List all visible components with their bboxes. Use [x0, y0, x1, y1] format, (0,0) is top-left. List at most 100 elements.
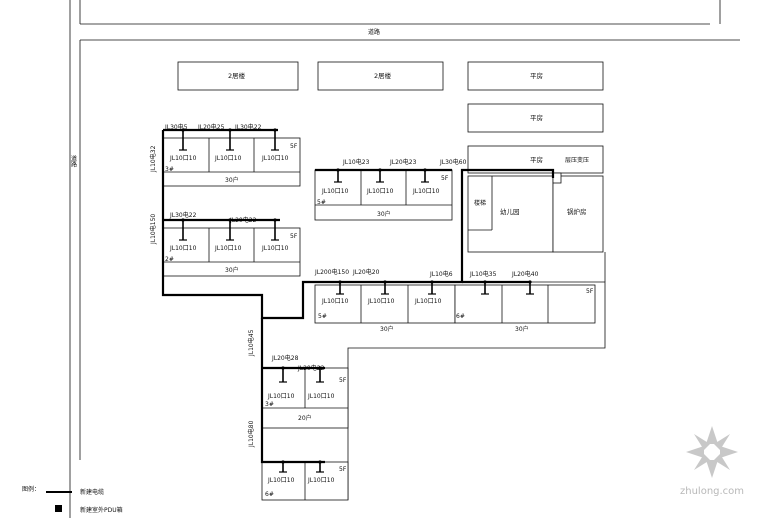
- stairs-label: 楼梯: [474, 199, 486, 207]
- svg-text:JL10电23: JL10电23: [342, 158, 370, 166]
- building-3: [467, 61, 604, 91]
- junction-dot: [378, 168, 382, 172]
- building-4: [467, 103, 604, 133]
- svg-text:JL10电45: JL10电45: [247, 329, 255, 357]
- block-c: JL10电23 JL20电23 JL30电60 JL10口10 JL10口10 …: [314, 158, 467, 221]
- svg-text:JL10口10: JL10口10: [214, 155, 242, 162]
- svg-text:JL10电32: JL10电32: [149, 145, 157, 173]
- svg-text:JL200电150: JL200电150: [314, 268, 349, 276]
- svg-text:JL10电150: JL10电150: [149, 214, 157, 245]
- svg-text:3#: 3#: [165, 166, 174, 173]
- svg-text:JL10口10: JL10口10: [267, 393, 295, 400]
- junction-dot: [338, 280, 342, 284]
- legend-title: 图例：: [22, 485, 40, 493]
- svg-text:5F: 5F: [586, 288, 594, 295]
- svg-text:JL10电80: JL10电80: [247, 420, 255, 448]
- transformer-label: 层压变压: [565, 156, 589, 164]
- roads: 道路 道路: [70, 0, 740, 518]
- junction-dot: [228, 218, 232, 222]
- trunk-labels: JL10电32 JL10电150 JL10电45 JL10电80: [149, 145, 255, 448]
- junction-dot: [273, 128, 277, 132]
- svg-text:5#: 5#: [318, 313, 327, 320]
- svg-text:JL10口10: JL10口10: [366, 188, 394, 195]
- junction-dot: [181, 128, 185, 132]
- top-buildings: 2居楼 2居楼 平房 平房: [177, 61, 604, 133]
- svg-text:3#: 3#: [265, 401, 274, 408]
- svg-text:JL20电20: JL20电20: [352, 268, 380, 276]
- svg-text:JL30电5: JL30电5: [164, 123, 188, 131]
- block-e: JL10电35 JL20电40 5F 30户 6#: [454, 270, 596, 333]
- watermark: zhulong.com: [680, 426, 744, 497]
- legend-box-swatch: [55, 505, 62, 512]
- junction-dot: [281, 460, 285, 464]
- junction-dot: [430, 280, 434, 284]
- block-a: JL30电5 JL20电25 JL30电22 JL10口10 JL10口10 J…: [162, 123, 301, 187]
- junction-dot: [281, 366, 285, 370]
- svg-text:JL10口10: JL10口10: [367, 298, 395, 305]
- road-label-top: 道路: [368, 28, 380, 36]
- svg-text:30户: 30户: [225, 266, 239, 274]
- road-label-left: 道路: [70, 154, 77, 168]
- svg-text:JL10口10: JL10口10: [307, 393, 335, 400]
- svg-text:JL10口10: JL10口10: [321, 298, 349, 305]
- svg-text:30户: 30户: [377, 210, 391, 218]
- junction-dot: [318, 460, 322, 464]
- svg-text:5F: 5F: [290, 233, 298, 240]
- block-d: JL200电150 JL20电20 JL10电6 JL10口10 JL10口10…: [314, 268, 456, 333]
- building-1-label: 2居楼: [228, 71, 246, 80]
- building-5: [467, 145, 604, 174]
- legend-cable-label: 新建电缆: [80, 488, 104, 496]
- svg-text:5#: 5#: [317, 199, 326, 206]
- svg-text:JL10口10: JL10口10: [307, 477, 335, 484]
- right-complex: 平房 楼梯 幼儿园 锅炉房 层压变压: [467, 145, 604, 253]
- svg-text:JL10口10: JL10口10: [412, 188, 440, 195]
- svg-text:30户: 30户: [225, 176, 239, 184]
- junction-dot: [423, 168, 427, 172]
- svg-text:JL10口10: JL10口10: [214, 245, 242, 252]
- svg-text:30户: 30户: [515, 325, 529, 333]
- svg-text:20户: 20户: [298, 414, 312, 422]
- watermark-logo-icon: [686, 426, 738, 478]
- building-5-label: 平房: [530, 155, 543, 164]
- kindergarten-label: 幼儿园: [500, 207, 520, 216]
- transformer-box: [552, 172, 562, 184]
- building-4-label: 平房: [530, 113, 543, 122]
- svg-text:6#: 6#: [265, 491, 274, 498]
- boiler-room-label: 锅炉房: [567, 207, 587, 216]
- svg-text:JL10电35: JL10电35: [469, 270, 497, 278]
- building-1: [177, 61, 299, 91]
- svg-text:JL10口10: JL10口10: [321, 188, 349, 195]
- kindergarten: [467, 175, 554, 253]
- svg-text:5F: 5F: [339, 377, 347, 384]
- svg-text:5F: 5F: [339, 466, 347, 473]
- junction-dot: [181, 218, 185, 222]
- junction-dot: [528, 280, 532, 284]
- svg-text:JL30电22: JL30电22: [169, 211, 197, 219]
- svg-text:JL10口10: JL10口10: [169, 155, 197, 162]
- block-b: JL30电22 JL20电22 JL10口10 JL10口10 JL10口10 …: [162, 211, 301, 277]
- svg-text:JL20电40: JL20电40: [511, 270, 539, 278]
- svg-text:JL10口10: JL10口10: [267, 477, 295, 484]
- junction-dot: [273, 218, 277, 222]
- building-2-label: 2居楼: [374, 71, 392, 80]
- block-g: JL10口10 JL10口10 5F 6#: [261, 461, 349, 501]
- svg-text:JL30电22: JL30电22: [234, 123, 262, 131]
- svg-text:30户: 30户: [380, 325, 394, 333]
- legend-box-label: 新建室外PDU箱: [80, 506, 123, 514]
- junction-dot: [383, 280, 387, 284]
- svg-text:JL10口10: JL10口10: [169, 245, 197, 252]
- svg-text:JL10口10: JL10口10: [414, 298, 442, 305]
- svg-text:JL20电23: JL20电23: [389, 158, 417, 166]
- svg-text:JL10电6: JL10电6: [429, 270, 453, 278]
- svg-text:JL20电28: JL20电28: [271, 354, 299, 362]
- watermark-text: zhulong.com: [680, 486, 744, 497]
- svg-text:JL10口10: JL10口10: [261, 155, 289, 162]
- legend: 图例： 新建电缆 新建室外PDU箱: [22, 485, 123, 514]
- junction-dot: [228, 128, 232, 132]
- block-f: JL20电28 JL20电22 JL10口10 JL10口10 5F 20户 3…: [261, 354, 349, 429]
- svg-text:JL10口10: JL10口10: [261, 245, 289, 252]
- svg-text:2#: 2#: [165, 256, 174, 263]
- svg-text:JL30电60: JL30电60: [439, 158, 467, 166]
- boiler-room: [552, 175, 604, 253]
